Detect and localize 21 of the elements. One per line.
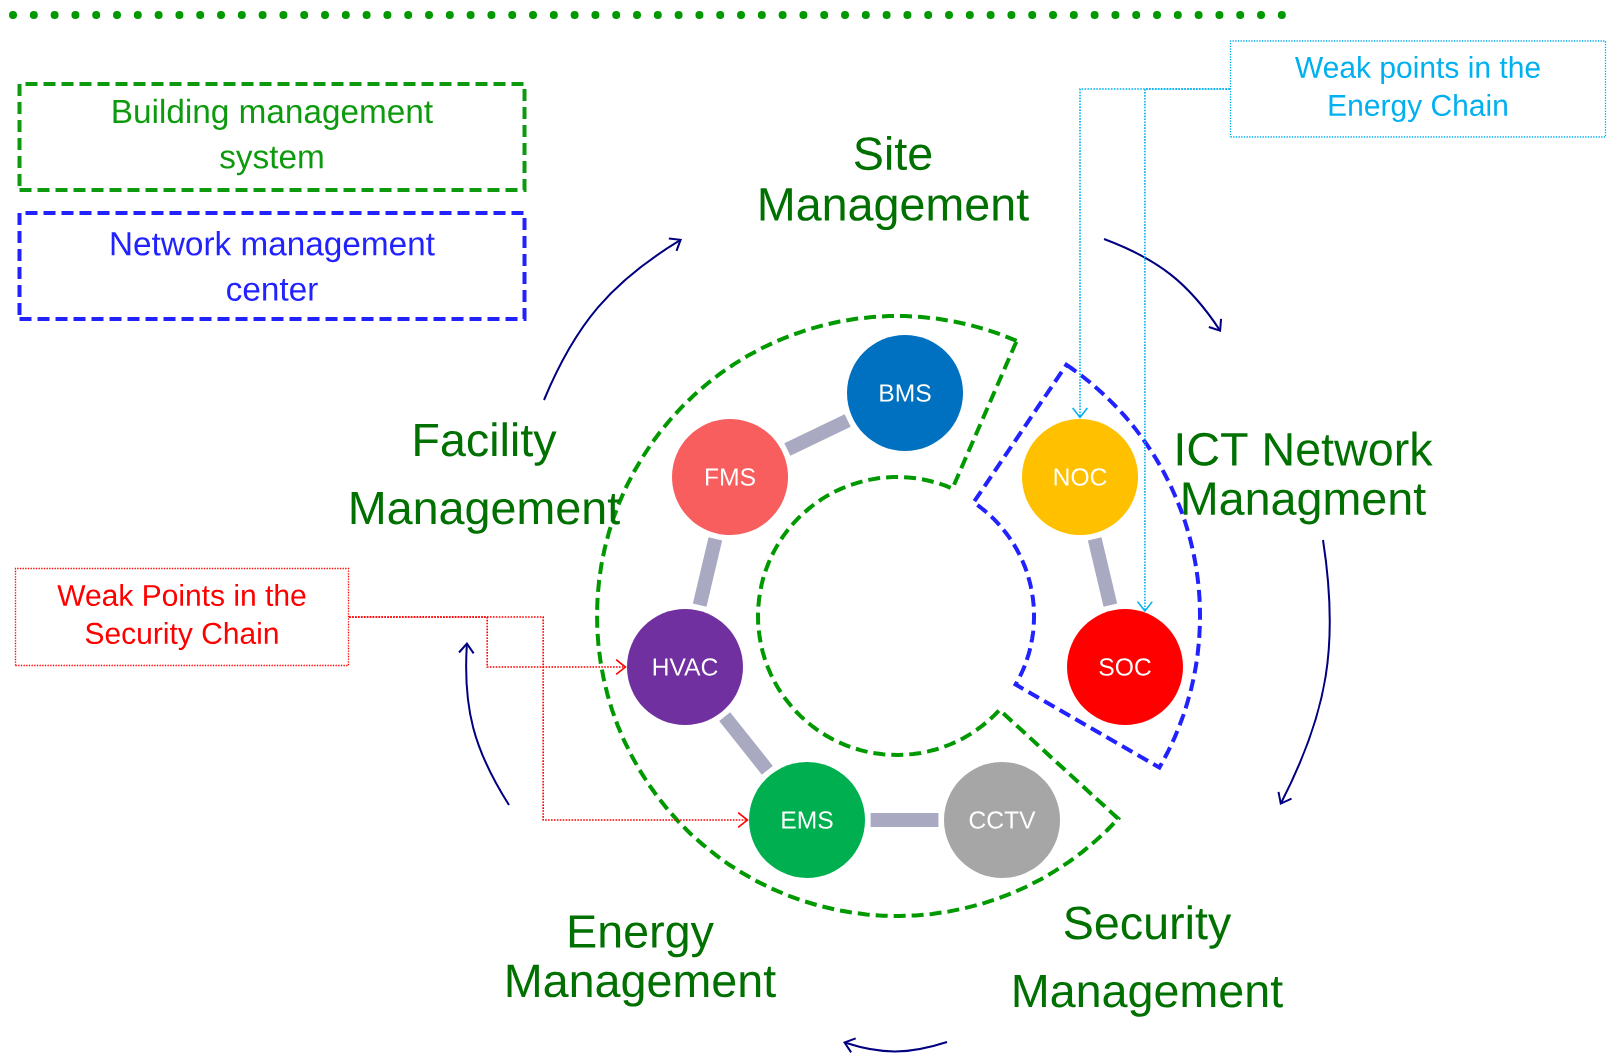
area-label: ICT Network Managment [1177,431,1433,525]
curved-arrow [1277,539,1331,805]
area-label: Security Management [1014,905,1283,1017]
callout-box: Weak points in the Energy Chain [1229,40,1607,138]
link-bar [784,414,851,456]
legend-box: Network management center [17,211,527,321]
callout-box: Weak Points in the Security Chain [14,567,350,667]
legend-box: Building management system [17,82,527,192]
area-label: Site Management [760,135,1029,231]
curved-arrow [1103,238,1223,332]
area-label: Facility Management [351,422,620,534]
leader-line [348,616,749,829]
link-bar [870,813,939,827]
link-bar [719,712,773,775]
curved-arrow [543,237,682,401]
link-bar [692,537,723,607]
curved-arrow [458,642,510,806]
curved-arrow [843,1037,948,1054]
link-bar [1087,537,1118,607]
leader-line [1136,88,1231,613]
area-label: Energy Management [507,915,776,1007]
